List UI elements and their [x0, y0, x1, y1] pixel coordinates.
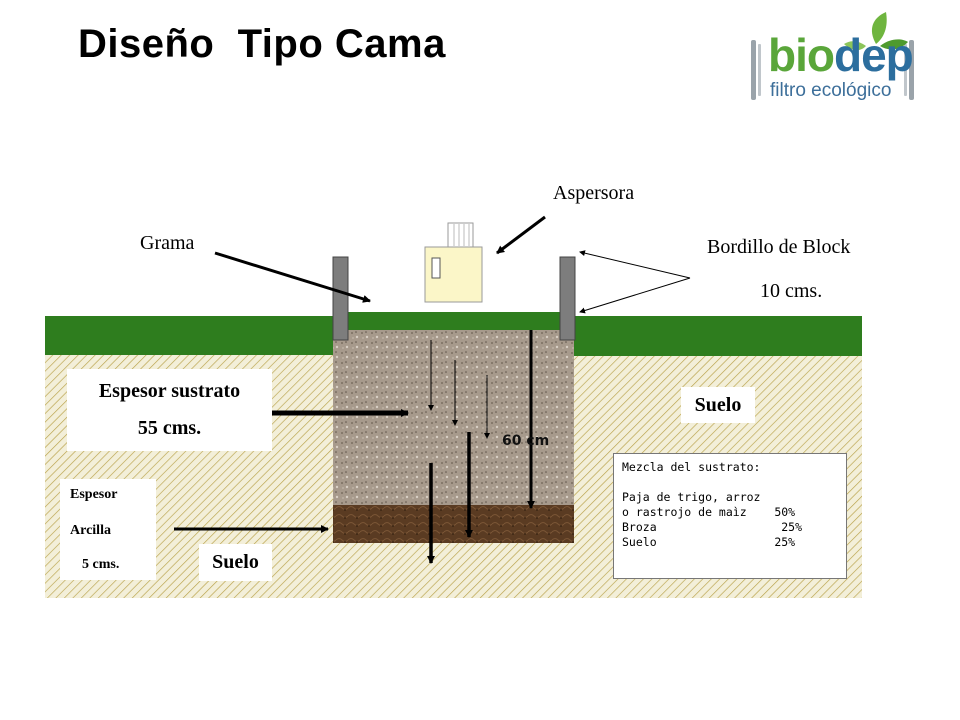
espesor-sustrato-title: Espesor sustrato — [98, 380, 241, 402]
bordillo-pointer-top — [579, 250, 691, 279]
grama-label: Grama — [140, 232, 195, 254]
bed-grass — [348, 312, 562, 330]
espesor-arcilla-box: Espesor Arcilla 5 cms. — [60, 479, 156, 580]
biodep-logo: biodep filtro ecológico — [748, 10, 920, 110]
logo-tagline: filtro ecológico — [770, 80, 892, 101]
grama-pointer — [214, 251, 371, 303]
suelo-right-label: Suelo — [694, 393, 742, 416]
mixture-line: o rastrojo de maìz 50% — [622, 505, 796, 519]
block-curb-left — [332, 256, 349, 341]
mixture-line: Suelo 25% — [622, 535, 796, 549]
bed-bottom-fill — [333, 543, 574, 598]
suelo-right-box: Suelo — [681, 387, 755, 423]
bordillo-pointer-bottom — [579, 277, 691, 314]
page-title: Diseño Tipo Cama — [78, 22, 446, 66]
bordillo-size-label: 10 cms. — [760, 280, 823, 302]
aspersora-pointer — [496, 215, 546, 255]
espesor-sustrato-box: Espesor sustrato 55 cms. — [67, 369, 272, 451]
aspersora-label: Aspersora — [553, 182, 635, 204]
logo-graphic — [751, 12, 914, 100]
espesor-sustrato-value: 55 cms. — [137, 417, 202, 439]
espesor-arcilla-line2: Arcilla — [70, 523, 111, 538]
mixture-line: Broza 25% — [622, 520, 803, 534]
suelo-left-box: Suelo — [199, 544, 272, 581]
mixture-line — [622, 475, 838, 490]
suelo-left-label: Suelo — [212, 551, 259, 573]
depth-label: 60 cm — [502, 433, 550, 449]
grass-right — [574, 316, 862, 356]
espesor-arcilla-line1: Espesor — [70, 487, 118, 502]
espesor-arcilla-line3: 5 cms. — [82, 557, 120, 572]
logo-wordmark: biodep — [768, 29, 914, 81]
substrate-layer — [333, 330, 574, 505]
mixture-heading: Mezcla del sustrato: — [622, 460, 761, 474]
bordillo-label: Bordillo de Block — [707, 236, 851, 258]
block-curb-right — [559, 256, 576, 341]
clay-layer — [333, 505, 574, 543]
mixture-box: Mezcla del sustrato: Paja de trigo, arroz… — [613, 453, 847, 579]
mixture-line: Paja de trigo, arroz — [622, 490, 761, 504]
grass-left — [45, 316, 333, 355]
